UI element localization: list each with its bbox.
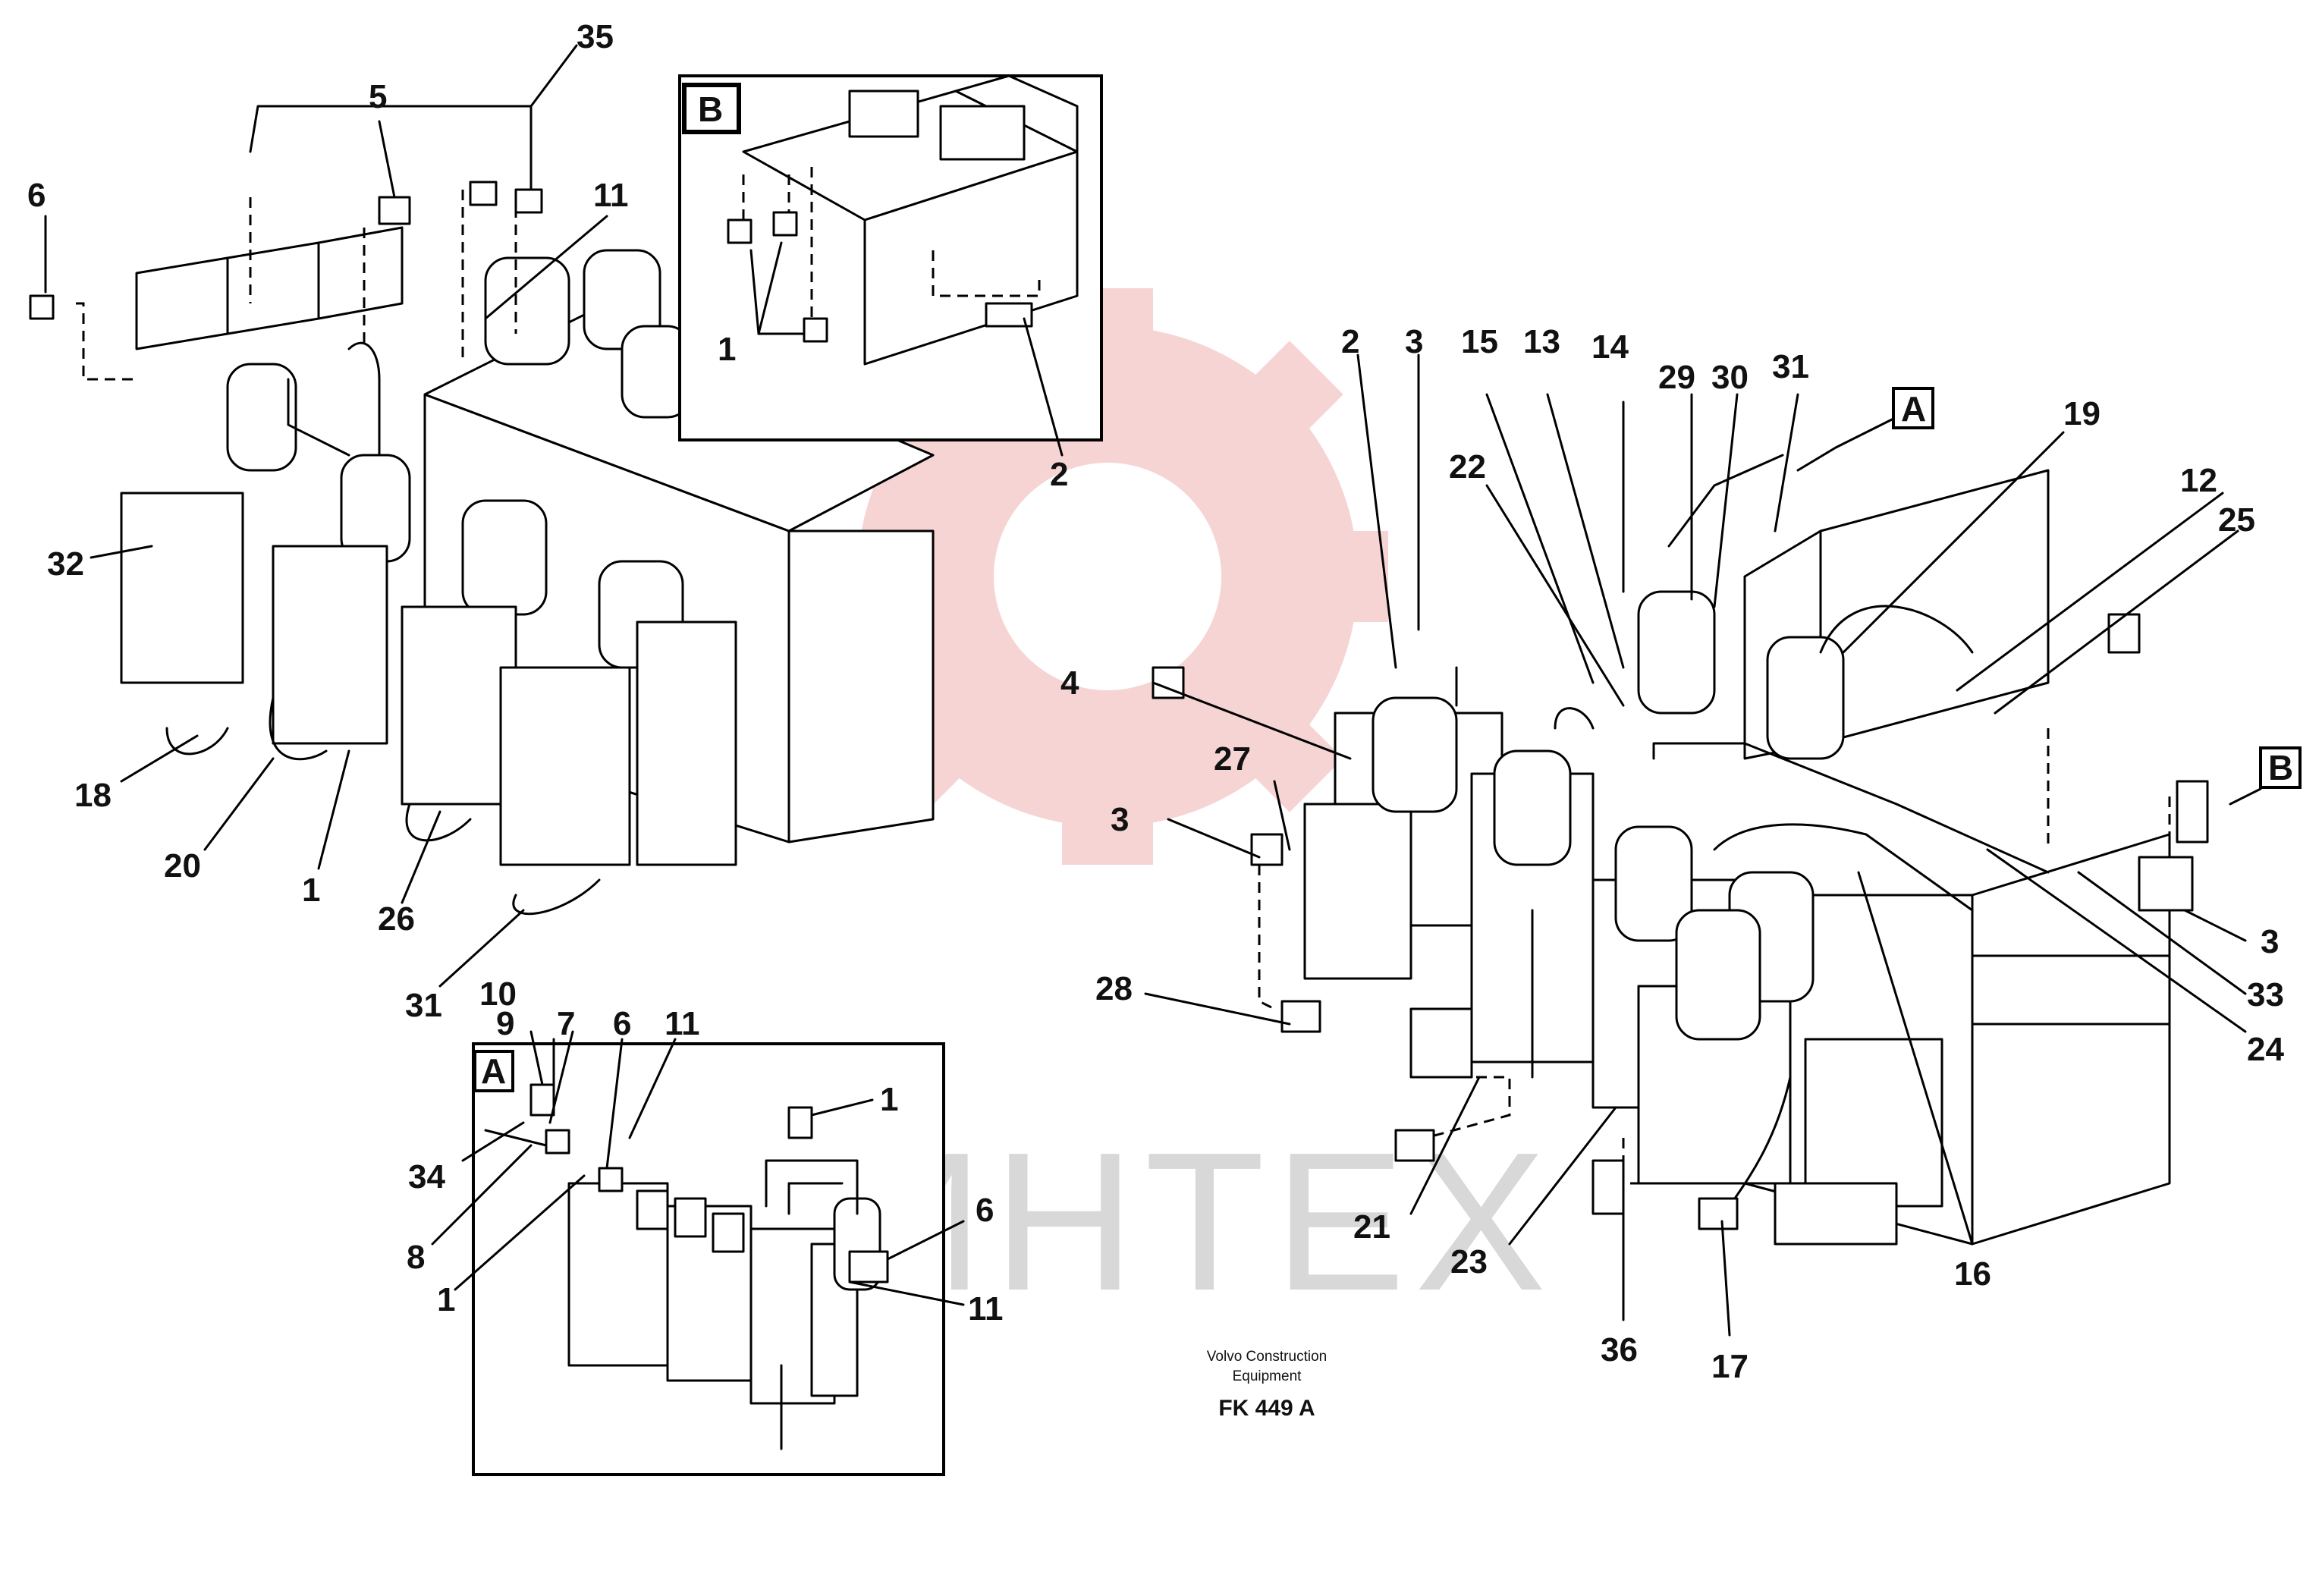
callout-3-top: 3 (1405, 323, 1423, 360)
ref-box-b-label: B (2268, 748, 2293, 787)
callout-27: 27 (1214, 740, 1251, 778)
callout-12: 12 (2180, 462, 2217, 499)
callout-17: 17 (1711, 1348, 1749, 1385)
callout-13: 13 (1523, 323, 1560, 360)
callout-6: 6 (27, 177, 46, 214)
detail-a-callout-7: 7 (557, 1005, 575, 1042)
callout-23: 23 (1450, 1243, 1488, 1280)
callout-30: 30 (1711, 359, 1749, 396)
callout-25: 25 (2218, 501, 2255, 539)
detail-a-callout-1-top: 1 (880, 1081, 898, 1118)
right-leader-lines (1144, 353, 2262, 1337)
detail-a-callout-10: 10 (479, 976, 517, 1013)
callout-18: 18 (74, 777, 112, 814)
callout-19: 19 (2063, 395, 2100, 432)
diagram-caption: Volvo Construction Equipment FK 449 A (1207, 1349, 1327, 1421)
caption-company-line1: Volvo Construction (1207, 1349, 1327, 1365)
ref-box-a-label: A (1901, 389, 1926, 429)
left-callouts: 35 5 6 11 32 18 20 1 26 31 (27, 18, 629, 1024)
callout-5: 5 (369, 78, 387, 115)
detail-a-callout-11-right: 11 (968, 1290, 1004, 1327)
callout-21: 21 (1353, 1208, 1390, 1246)
ref-box-a (1892, 387, 1934, 429)
caption-figure-code: FK 449 A (1218, 1396, 1315, 1421)
callout-3-left: 3 (1111, 801, 1129, 838)
callout-2: 2 (1341, 323, 1359, 360)
detail-a-callout-11: 11 (665, 1005, 700, 1042)
left-valve-assembly (29, 181, 935, 916)
detail-b-callout-1: 1 (718, 331, 736, 368)
callout-24: 24 (2247, 1031, 2284, 1068)
callout-16: 16 (1954, 1255, 1991, 1293)
callout-32: 32 (47, 545, 84, 583)
detail-a-callout-8: 8 (407, 1239, 425, 1276)
right-valve-assembly (1152, 454, 2209, 1246)
callout-20: 20 (164, 847, 201, 884)
detail-b-callout-2: 2 (1050, 456, 1068, 493)
detail-a-label: A (481, 1051, 506, 1091)
callout-33: 33 (2247, 976, 2284, 1013)
detail-a-callout-1-bottom: 1 (437, 1281, 455, 1318)
left-leader-lines (44, 44, 608, 988)
ref-box-b (2259, 746, 2302, 789)
callout-29: 29 (1658, 359, 1695, 396)
callout-35: 35 (577, 18, 614, 55)
callout-14: 14 (1591, 328, 1629, 366)
caption-company-line2: Equipment (1233, 1368, 1302, 1384)
callout-31: 31 (405, 987, 442, 1024)
callout-3-right: 3 (2261, 923, 2279, 960)
callout-15: 15 (1461, 323, 1498, 360)
callout-26: 26 (378, 900, 415, 938)
detail-view-a: A 10 9 7 6 11 1 34 8 1 (407, 976, 1004, 1476)
right-callouts: 2 3 15 13 14 29 30 31 19 12 25 22 4 27 3… (1060, 323, 2302, 1385)
callout-1: 1 (302, 872, 320, 909)
callout-22: 22 (1449, 448, 1486, 485)
detail-a-callout-9: 9 (496, 1005, 514, 1042)
detail-a-callout-34: 34 (408, 1158, 445, 1195)
detail-b-label: B (698, 90, 723, 129)
callout-36: 36 (1601, 1331, 1638, 1368)
callout-28: 28 (1095, 970, 1133, 1007)
watermark-text: ИНТЕХ (842, 1112, 1555, 1332)
callout-4: 4 (1060, 664, 1079, 702)
detail-view-b: B 1 2 (678, 74, 1103, 493)
callout-31-right: 31 (1772, 348, 1809, 385)
detail-a-callout-6-right: 6 (976, 1192, 994, 1229)
callout-11: 11 (593, 177, 629, 214)
detail-a-callout-6: 6 (613, 1005, 631, 1042)
